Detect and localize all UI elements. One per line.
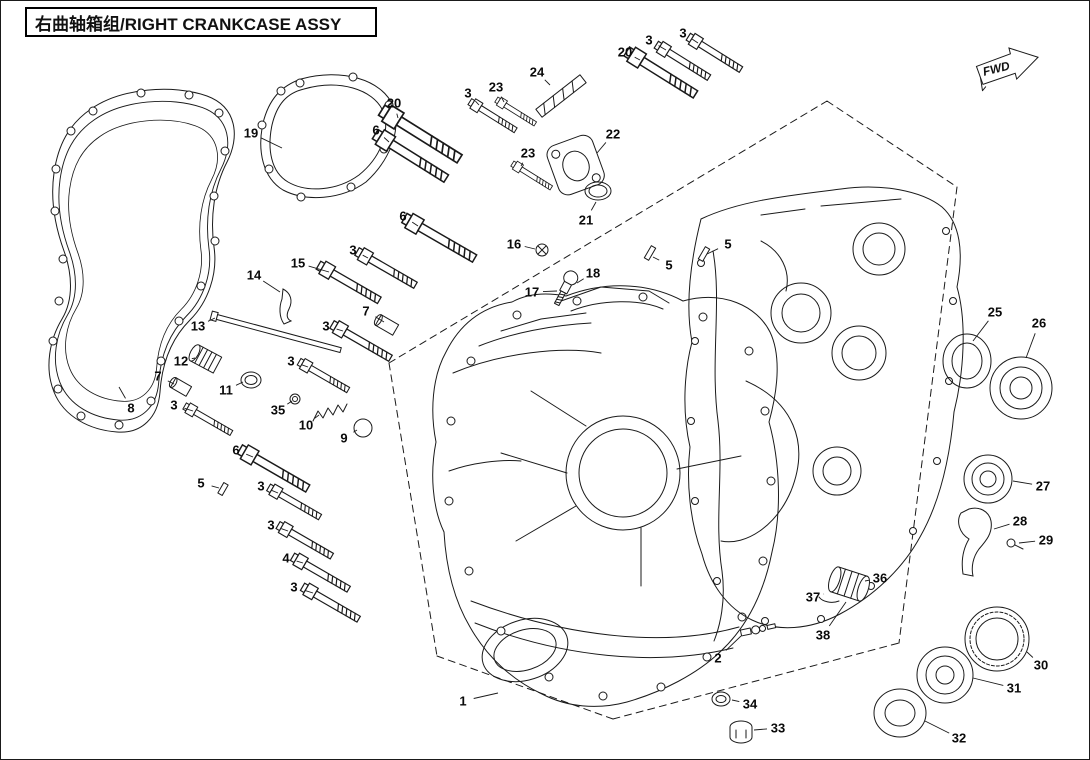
crankcase-front-view-drawing (432, 285, 779, 707)
leader-line-33 (753, 728, 768, 731)
ring-gear-30-drawing (964, 606, 1030, 672)
leader-line-3 (281, 528, 289, 532)
ball-9-drawing (353, 418, 373, 438)
leader-line-3 (301, 364, 309, 368)
leader-line-7 (375, 316, 385, 323)
plug-16-drawing (535, 243, 549, 257)
leader-line-23 (520, 162, 524, 167)
leader-line-8 (118, 386, 126, 399)
leader-line-35 (287, 400, 293, 405)
leader-line-20 (634, 56, 641, 61)
title-box: 右曲轴箱组/RIGHT CRANKCASE ASSY (25, 7, 377, 37)
leader-line-5 (211, 485, 220, 489)
leader-line-36 (864, 579, 870, 582)
clip-14-drawing (279, 288, 293, 325)
leader-line-3 (304, 589, 314, 594)
leader-line-12 (191, 357, 196, 360)
seal-32-drawing (873, 688, 927, 738)
leader-line-25 (972, 320, 989, 342)
leader-line-3 (362, 254, 369, 259)
leader-line-21 (590, 201, 597, 211)
leader-line-7 (167, 380, 175, 385)
leader-line-27 (1012, 480, 1033, 485)
drain-plug-33-drawing (729, 720, 753, 744)
leader-line-15 (308, 265, 330, 273)
leader-line-9 (353, 429, 358, 433)
leader-line-13 (207, 317, 216, 322)
leader-line-24 (544, 79, 551, 86)
leader-line-29 (1018, 540, 1036, 544)
page-title: 右曲轴箱组/RIGHT CRANKCASE ASSY (35, 14, 342, 34)
leader-line-2 (725, 635, 742, 651)
leader-line-3 (184, 407, 194, 412)
leader-line-38 (828, 601, 847, 627)
leader-line-3 (336, 328, 344, 332)
washer-37-drawing (818, 596, 840, 603)
fwd-arrow-label: FWD (981, 59, 1011, 79)
o-ring-21-drawing (584, 181, 612, 201)
leader-line-19 (260, 137, 283, 149)
leader-line-17 (542, 290, 558, 293)
screw-29-drawing (1006, 538, 1024, 550)
dowel-bar-24-drawing (535, 74, 587, 118)
sensor-17-18-drawing (553, 270, 579, 307)
leader-line-11 (235, 381, 244, 386)
leader-line-16 (524, 246, 536, 250)
leader-line-26 (1025, 333, 1036, 359)
leader-line-18 (576, 278, 584, 284)
crankcase-rear-view-drawing (684, 186, 964, 642)
o-ring-11-drawing (240, 371, 262, 389)
bearing-27-drawing (963, 454, 1013, 504)
leader-line-23 (500, 96, 505, 103)
leader-line-32 (924, 720, 950, 734)
leader-line-6 (383, 137, 390, 143)
fwd-arrow-icon: FWD (975, 47, 1039, 92)
leader-line-6 (411, 221, 419, 227)
leader-line-28 (993, 523, 1010, 530)
leader-line-14 (262, 280, 281, 293)
bearing-31-drawing (916, 646, 974, 704)
leader-line-1 (473, 692, 499, 699)
screw-set-2-drawing (739, 623, 777, 637)
leader-line-31 (972, 677, 1004, 686)
leader-line-3 (691, 38, 699, 44)
bushing-36-drawing (828, 566, 870, 602)
leader-line-3 (658, 45, 667, 51)
leader-line-3 (271, 489, 279, 494)
washer-35-drawing (289, 393, 301, 405)
leader-line-30 (1026, 651, 1034, 658)
leader-line-5 (706, 248, 719, 255)
bearing-26-drawing (989, 356, 1053, 420)
leader-line-5 (652, 256, 660, 261)
washer-34-drawing (711, 691, 731, 707)
dowel-pins-5-drawing (217, 245, 711, 496)
projection-lines (388, 100, 958, 720)
leader-line-10 (314, 414, 320, 419)
leader-line-4 (296, 560, 304, 564)
leader-line-3 (475, 100, 480, 106)
spring-10-drawing (312, 403, 348, 422)
leader-line-34 (731, 699, 740, 703)
bracket-22-drawing (546, 134, 605, 196)
leader-line-20 (396, 113, 399, 119)
shaft-13-drawing (209, 310, 342, 354)
leader-line-22 (596, 142, 607, 154)
gasket-8-drawing (48, 88, 235, 433)
seal-25-drawing (942, 333, 992, 389)
plug-12-drawing (188, 344, 223, 374)
leader-line-6 (246, 453, 254, 458)
fork-28-drawing (958, 507, 992, 577)
